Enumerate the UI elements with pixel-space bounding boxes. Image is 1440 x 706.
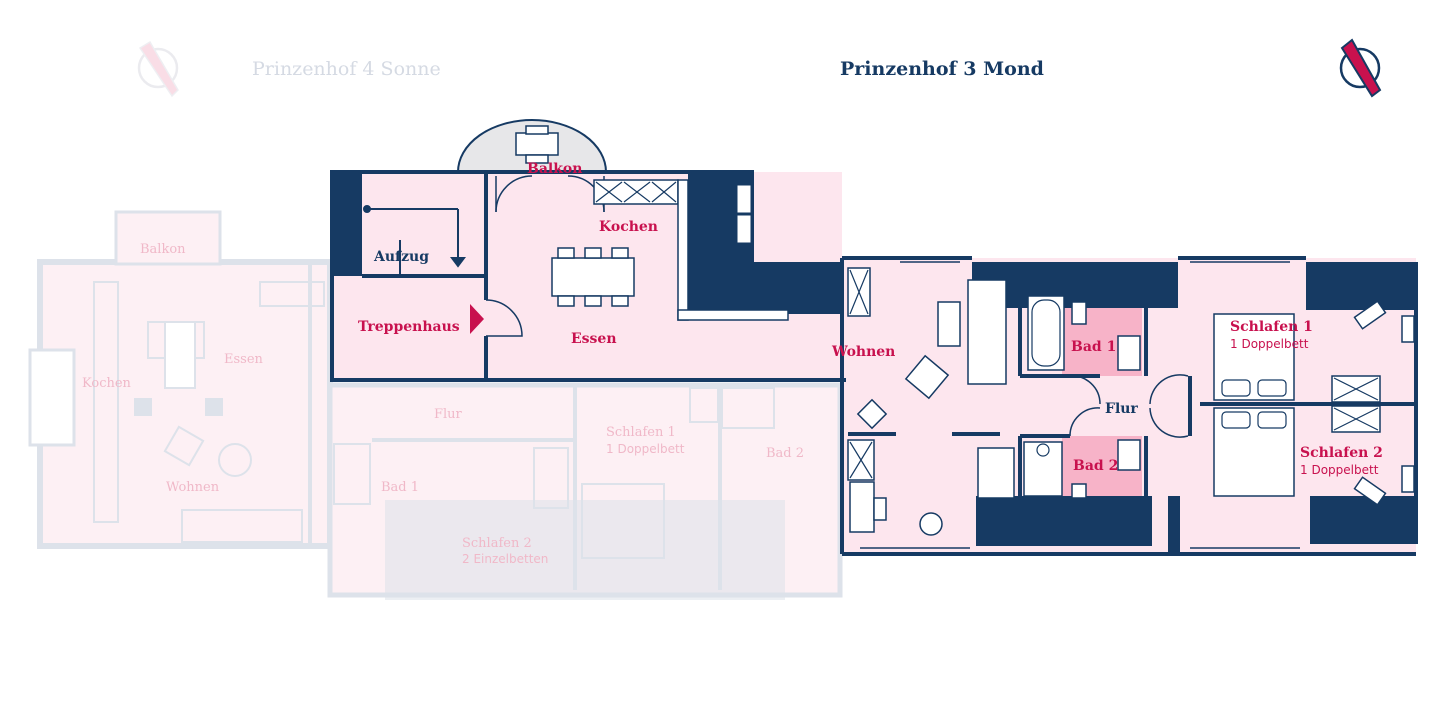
ghost-label-schlafen1: Schlafen 1 <box>606 425 676 440</box>
title-prinzenhof-4[interactable]: Prinzenhof 4 Sonne <box>252 58 441 80</box>
label-flur: Flur <box>1105 401 1138 417</box>
label-wohnen: Wohnen <box>831 344 895 360</box>
label-aufzug: Aufzug <box>373 249 429 265</box>
ghost-label-balkon: Balkon <box>140 242 186 257</box>
compass-icon[interactable] <box>1339 38 1382 98</box>
label-schlafen2: Schlafen 2 <box>1300 445 1383 461</box>
label-essen: Essen <box>571 331 617 347</box>
label-bad1: Bad 1 <box>1071 339 1116 355</box>
ghost-label-bad2: Bad 2 <box>766 446 804 461</box>
label-kochen: Kochen <box>599 219 658 235</box>
ghost-label-schlafen2: Schlafen 2 <box>462 536 532 551</box>
ghost-label-schlafen2-sub: 2 Einzelbetten <box>462 552 548 566</box>
ghost-label-bad1: Bad 1 <box>381 480 419 495</box>
label-bad2: Bad 2 <box>1073 458 1118 474</box>
ghost-label-kochen: Kochen <box>82 376 132 391</box>
ghost-label-essen: Essen <box>224 352 264 367</box>
label-schlafen2-sub: 1 Doppelbett <box>1300 463 1379 477</box>
title-prinzenhof-3[interactable]: Prinzenhof 3 Mond <box>840 58 1044 80</box>
ghost-label-schlafen1-sub: 1 Doppelbett <box>606 442 685 456</box>
active-unit: Balkon Kochen Aufzug Treppenhaus Essen W… <box>330 119 1418 556</box>
ghost-label-wohnen: Wohnen <box>166 480 220 495</box>
label-schlafen1-sub: 1 Doppelbett <box>1230 337 1309 351</box>
label-balkon: Balkon <box>527 161 582 177</box>
label-schlafen1: Schlafen 1 <box>1230 319 1313 335</box>
label-treppenhaus: Treppenhaus <box>358 319 460 335</box>
compass-icon[interactable] <box>137 40 179 98</box>
ghost-label-flur: Flur <box>434 407 463 422</box>
